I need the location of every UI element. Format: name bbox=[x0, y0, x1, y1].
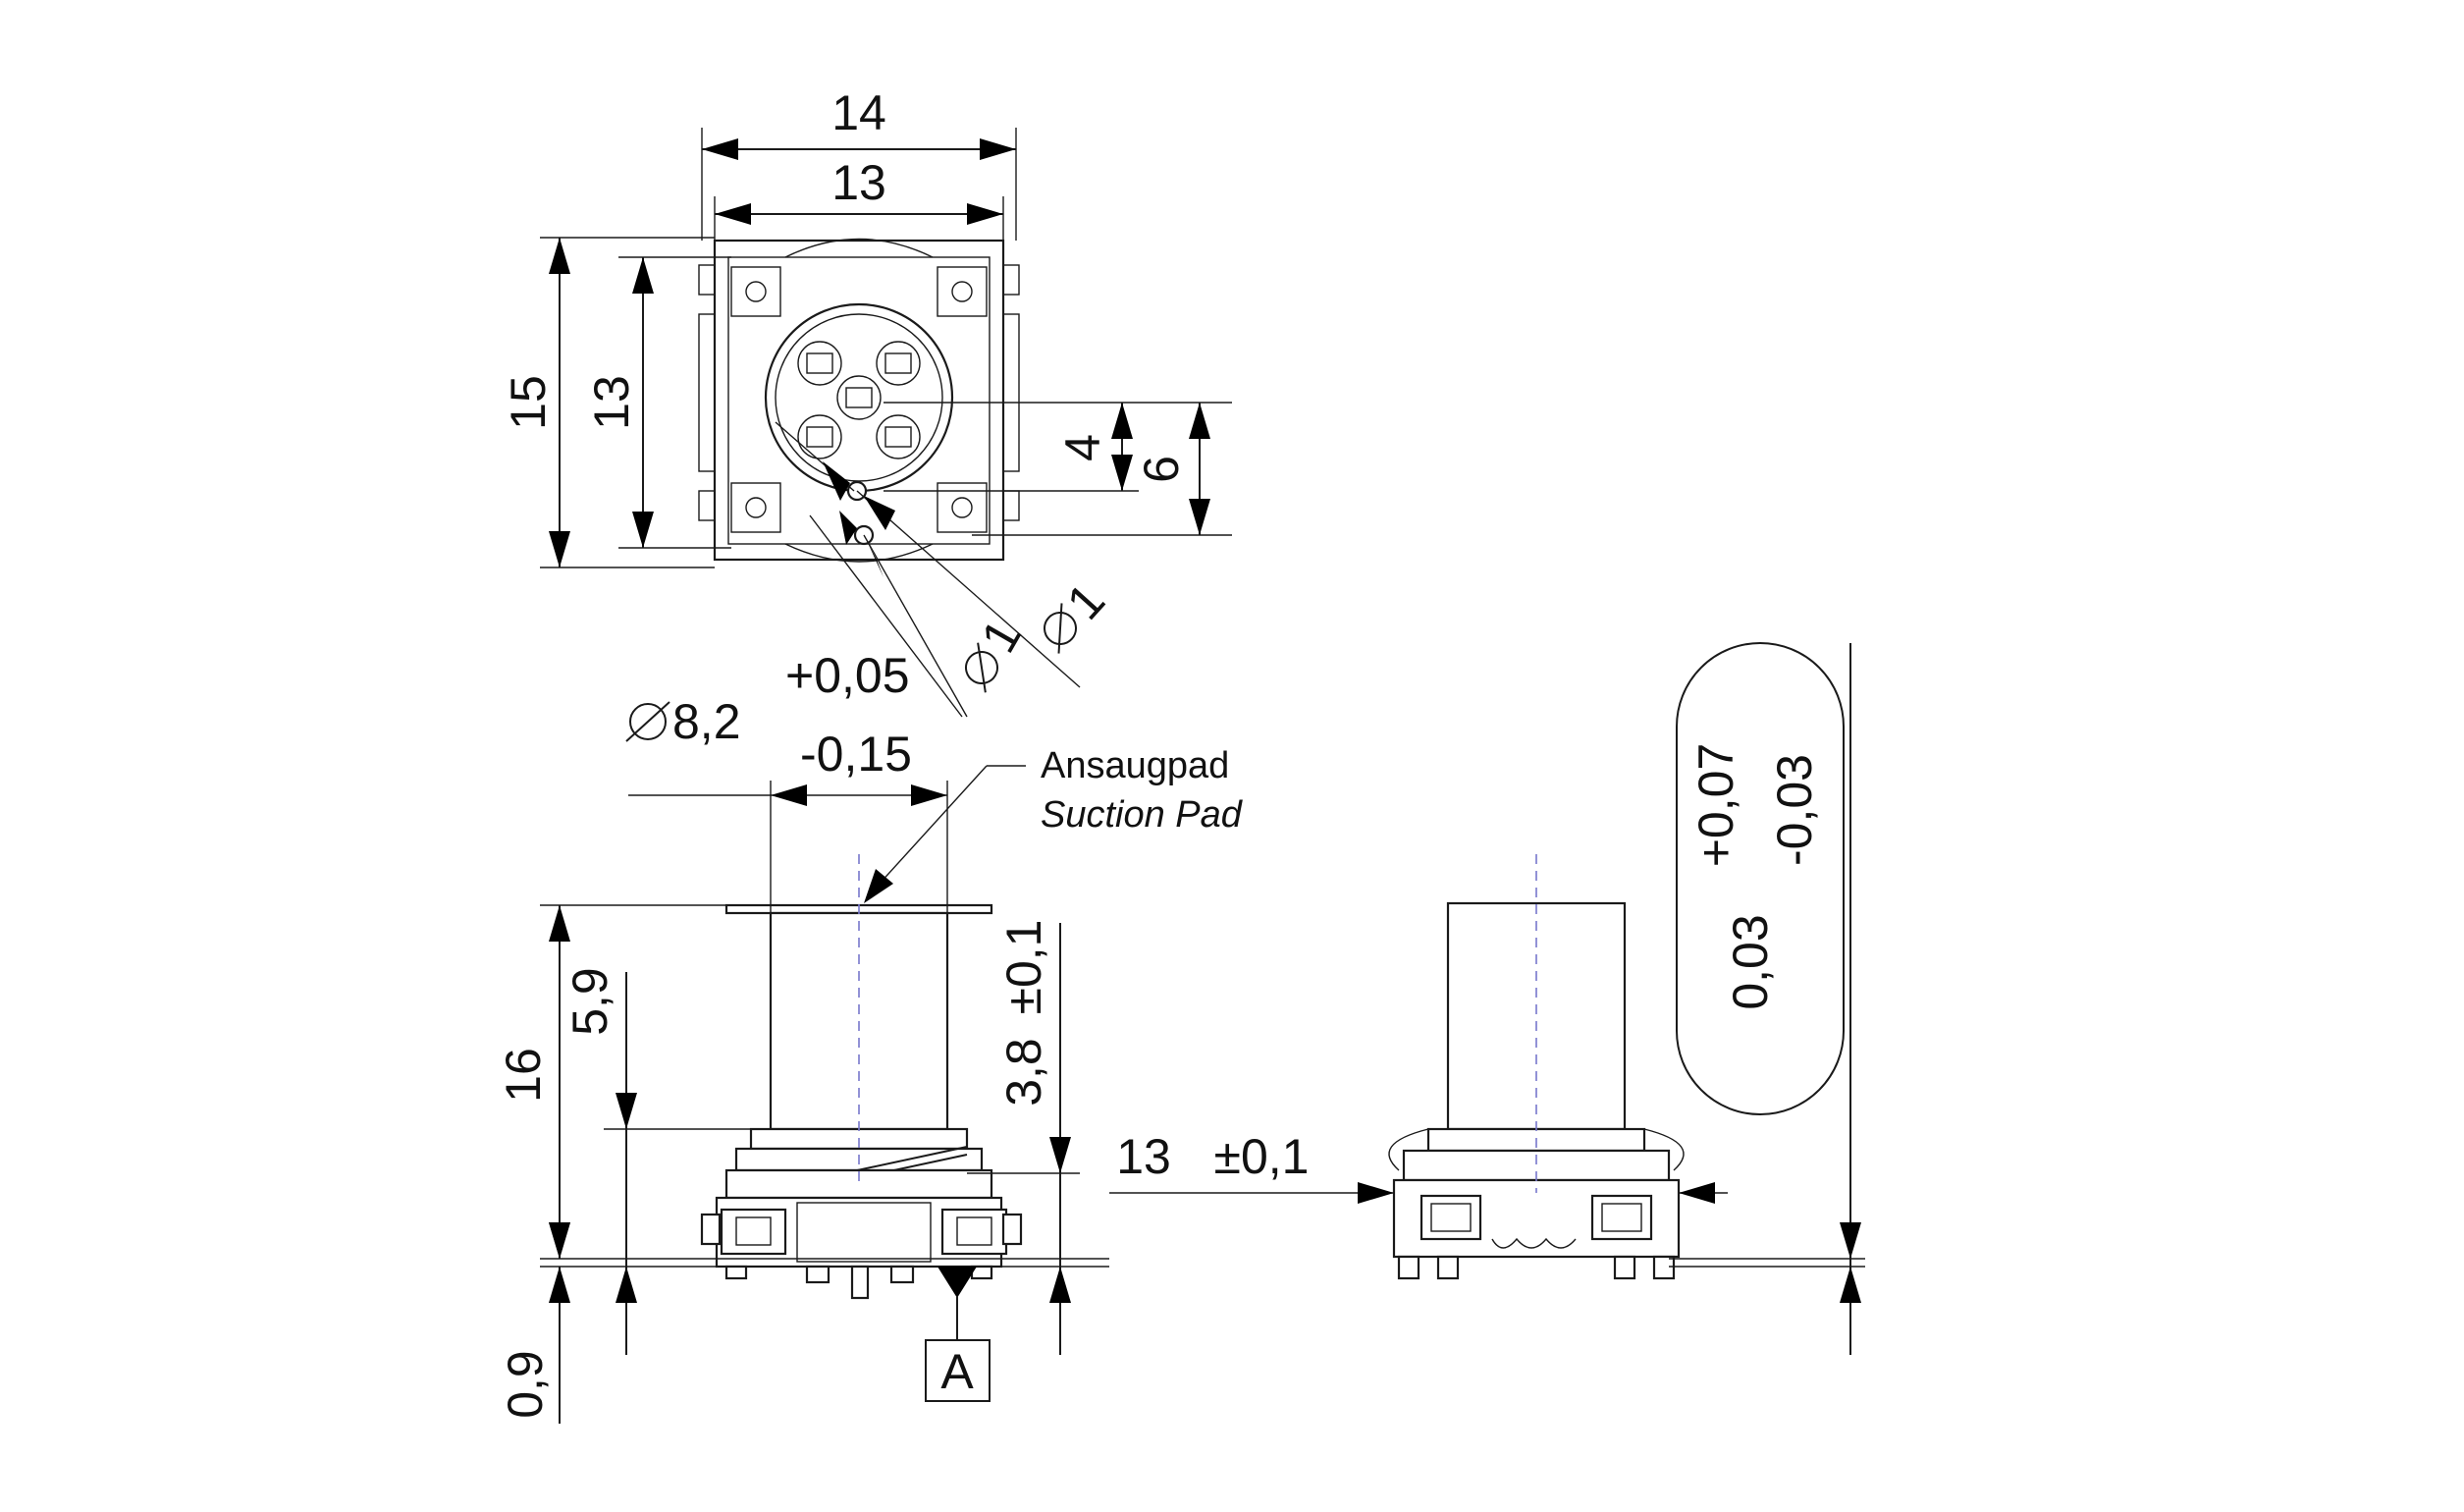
dim-hole-1: 1 bbox=[1056, 572, 1115, 629]
dim-offset-6: 6 bbox=[1134, 456, 1189, 483]
top-width-dimensions: 14 13 bbox=[701, 85, 1017, 241]
side-view bbox=[1388, 854, 1685, 1280]
center-pin bbox=[850, 1265, 870, 1300]
front-height-dimensions: 16 5,9 0,9 3,8 ±0,1 bbox=[496, 904, 1109, 1424]
dim-width-13: 13 bbox=[831, 155, 886, 210]
top-view bbox=[698, 238, 1081, 718]
mounting-hole bbox=[951, 281, 973, 302]
pad-label: Ansaugpad bbox=[1041, 745, 1229, 786]
dim-coplanarity: 0,03 bbox=[1723, 914, 1778, 1009]
corner-pad bbox=[730, 482, 781, 533]
side-clip-right bbox=[1643, 1128, 1685, 1171]
dim-collar-tol: ±0,1 bbox=[996, 920, 1051, 1015]
corner-pad bbox=[730, 266, 781, 317]
dim-height-16: 16 bbox=[496, 1048, 551, 1103]
dim-collar-3-8: 3,8 bbox=[996, 1038, 1051, 1107]
dim-pin-0-9: 0,9 bbox=[498, 1350, 553, 1419]
corner-pad bbox=[937, 266, 988, 317]
dim-coplanarity-tol-lower: -0,03 bbox=[1767, 754, 1822, 866]
dim-coplanarity-tol-upper: +0,07 bbox=[1688, 743, 1743, 868]
contact-left bbox=[720, 1208, 787, 1256]
front-diameter-dimension: 8,2 +0,05 -0,15 bbox=[625, 648, 948, 913]
coplanarity-dimension: 0,03 +0,07 -0,03 bbox=[1669, 642, 1865, 1355]
housing-arc-top bbox=[784, 238, 934, 258]
dim-offset-4: 4 bbox=[1055, 434, 1110, 461]
side-clip-left bbox=[1388, 1128, 1429, 1171]
tab-right bbox=[1001, 1213, 1023, 1246]
side-width-dimension: 13 ±0,1 bbox=[1109, 1129, 1728, 1204]
mounting-hole bbox=[745, 497, 767, 518]
dim-diameter: 8,2 bbox=[672, 694, 741, 749]
contact-right bbox=[940, 1208, 1008, 1256]
dim-height-5-9: 5,9 bbox=[562, 967, 617, 1036]
top-view-inner-outline bbox=[727, 256, 991, 545]
tab bbox=[698, 490, 716, 521]
pad-label-en: Suction Pad bbox=[1041, 794, 1244, 836]
dim-side-width-tol: ±0,1 bbox=[1214, 1129, 1310, 1184]
tab-left bbox=[700, 1213, 722, 1246]
hole-diameter-labels: 1 1 bbox=[965, 572, 1115, 693]
dim-diameter-tol-upper: +0,05 bbox=[785, 648, 910, 703]
dim-height-15: 15 bbox=[501, 375, 556, 430]
housing-arc-bottom bbox=[784, 543, 934, 563]
tab bbox=[1002, 490, 1020, 521]
dim-width-14: 14 bbox=[831, 85, 886, 140]
tab bbox=[1002, 264, 1020, 296]
suction-pad-callout: Ansaugpad Suction Pad bbox=[864, 745, 1244, 903]
central-disc-inner bbox=[775, 313, 943, 482]
dim-height-13: 13 bbox=[584, 375, 639, 430]
front-view bbox=[700, 854, 1023, 1300]
tab bbox=[698, 313, 716, 472]
dim-diameter-tol-lower: -0,15 bbox=[800, 727, 912, 782]
top-height-dimensions: 15 13 bbox=[501, 237, 731, 568]
offset-dimensions: 4 6 bbox=[884, 402, 1232, 536]
side-contact-left bbox=[1419, 1194, 1482, 1241]
coplanarity-frame bbox=[1676, 642, 1845, 1115]
tab bbox=[698, 264, 716, 296]
central-disc bbox=[764, 302, 954, 493]
tab bbox=[1002, 313, 1020, 472]
datum-label: A bbox=[940, 1344, 974, 1399]
base-window bbox=[796, 1202, 932, 1263]
corner-pad bbox=[937, 482, 988, 533]
mounting-hole bbox=[951, 497, 973, 518]
side-contact-right bbox=[1590, 1194, 1653, 1241]
mounting-hole bbox=[745, 281, 767, 302]
datum-a: A bbox=[925, 1267, 991, 1402]
contact-pads bbox=[797, 341, 921, 459]
dim-side-width: 13 bbox=[1116, 1129, 1171, 1184]
